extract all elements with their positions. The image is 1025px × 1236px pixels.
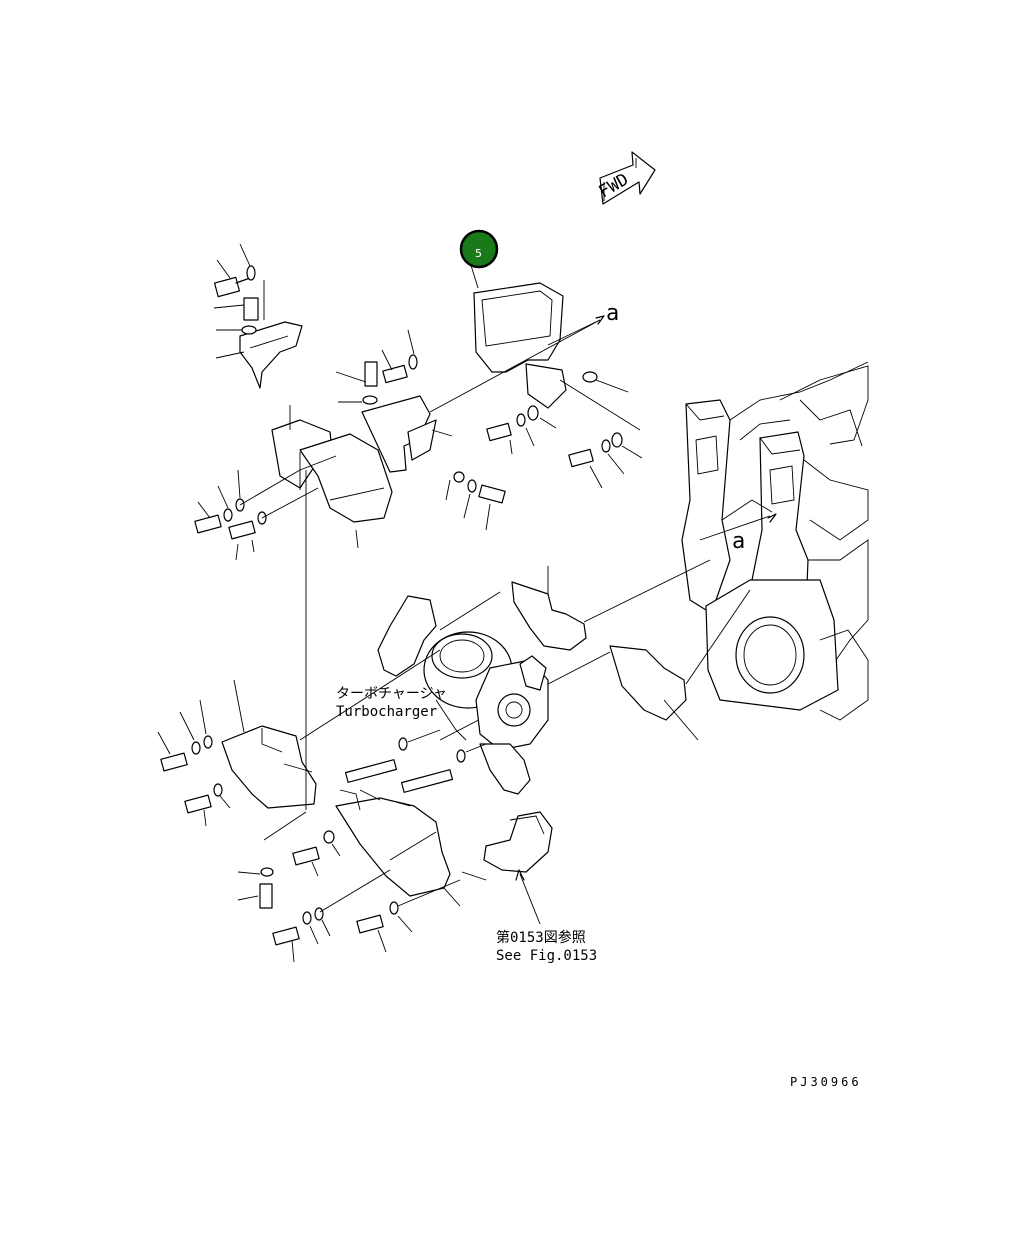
drawing-number: PJ30966 [790,1075,862,1089]
turbocharger-label: ターボチャージャ Turbocharger [336,686,447,720]
bolts-right-top [486,371,643,489]
turbocharger-label-en: Turbocharger [336,704,437,720]
fwd-arrow: FWD [596,151,656,205]
see-fig-label-jp: 第0153図参照 [496,929,586,946]
callout-5[interactable]: 5 [459,229,499,289]
turbocharger-label-jp: ターボチャージャ [336,686,447,702]
callout-number: 5 [475,247,482,260]
long-bolts [344,729,487,793]
shield-plate-right-lower [439,589,751,741]
see-fig-label: 第0153図参照 See Fig.0153 [496,929,597,964]
exhaust-elbow [461,811,553,925]
shield-lower [335,789,461,907]
bolts-bottom [237,830,461,963]
engine-block: a [681,361,869,721]
bracket-lower-left [157,470,441,841]
shield-plate-right-upper [439,559,711,651]
ref-mark-a-top: a [606,301,619,326]
shield-plate-top: a [473,282,619,409]
bracket-top-left [213,243,303,389]
ref-mark-a-right: a [732,529,745,554]
turbocharger [377,595,549,795]
bolts-center-right [445,471,506,531]
shield-assembly-center [271,319,601,549]
bolts-left-center [194,469,319,561]
bolts-center-top [335,329,418,405]
see-fig-label-en: See Fig.0153 [496,948,597,964]
